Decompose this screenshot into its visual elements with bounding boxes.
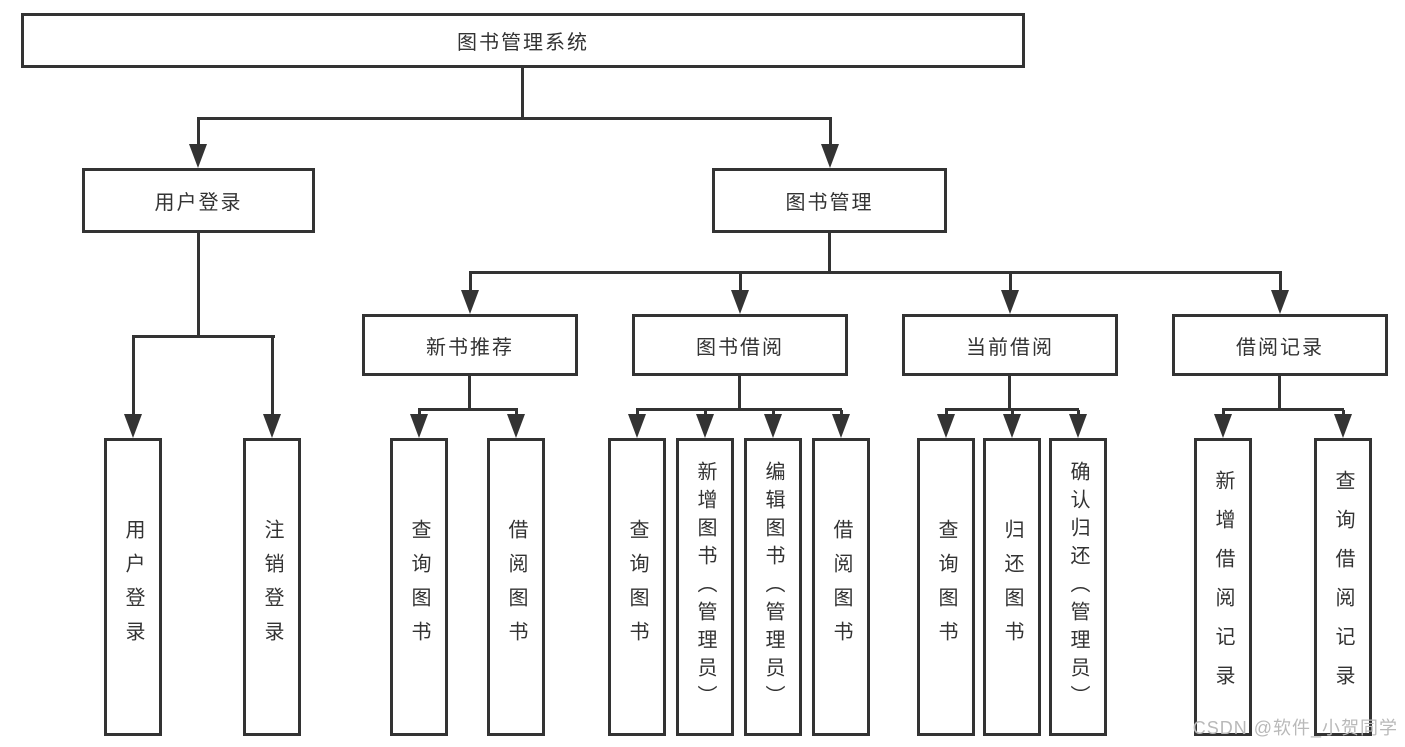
- leaf-add-borrow-record: 新增借阅记录: [1194, 438, 1252, 736]
- down-arrow-book-borrow: [731, 273, 749, 314]
- leaf-edit-book-admin-label: 编辑图书（管理员）: [762, 461, 784, 713]
- leaf-logout-label: 注销登录: [261, 519, 283, 655]
- leaf-user-login: 用户登录: [104, 438, 162, 736]
- connector-mgmt-stem: [828, 233, 831, 273]
- leaf-add-borrow-record-label: 新增借阅记录: [1212, 470, 1234, 704]
- node-borrow-records: 借阅记录: [1172, 314, 1388, 376]
- leaf-borrow-books: 借阅图书: [812, 438, 870, 736]
- leaf-confirm-return-admin: 确认归还（管理员）: [1049, 438, 1107, 736]
- down-arrow-d1: [1214, 410, 1232, 438]
- down-arrow-user-login: [189, 118, 207, 168]
- connector-login-split: [132, 335, 275, 338]
- down-arrow-b1: [628, 410, 646, 438]
- csdn-watermark: CSDN @软件_小贺同学: [1192, 718, 1398, 738]
- leaf-recommend-borrow-books-label: 借阅图书: [505, 519, 527, 655]
- down-arrow-c1: [937, 410, 955, 438]
- connector-groupB-stem: [738, 376, 741, 410]
- leaf-add-book-admin-label: 新增图书（管理员）: [694, 461, 716, 713]
- down-arrow-current-borrow: [1001, 273, 1019, 314]
- leaf-edit-book-admin: 编辑图书（管理员）: [744, 438, 802, 736]
- leaf-current-query-books: 查询图书: [917, 438, 975, 736]
- connector-root-stem: [521, 68, 524, 119]
- leaf-borrow-query-books-label: 查询图书: [626, 519, 648, 655]
- leaf-borrow-books-label: 借阅图书: [830, 519, 852, 655]
- leaf-query-borrow-record-label: 查询借阅记录: [1332, 470, 1354, 704]
- node-new-book-recommend: 新书推荐: [362, 314, 578, 376]
- down-arrow-borrow-records: [1271, 273, 1289, 314]
- down-arrow-leaf-logout: [263, 337, 281, 438]
- connector-groupD-stem: [1278, 376, 1281, 410]
- node-current-borrow: 当前借阅: [902, 314, 1118, 376]
- connector-groupA-split: [418, 408, 518, 411]
- down-arrow-new-book-recommend: [461, 273, 479, 314]
- down-arrow-b2: [696, 410, 714, 438]
- leaf-borrow-query-books: 查询图书: [608, 438, 666, 736]
- down-arrow-a2: [507, 410, 525, 438]
- connector-login-stem: [197, 233, 200, 337]
- node-book-management-label: 图书管理: [785, 192, 874, 214]
- connector-groupD-split: [1222, 408, 1344, 411]
- down-arrow-a1: [410, 410, 428, 438]
- node-library-system-label: 图书管理系统: [457, 32, 589, 54]
- connector-groupC-split: [945, 408, 1079, 411]
- node-user-login: 用户登录: [82, 168, 315, 233]
- leaf-confirm-return-admin-label: 确认归还（管理员）: [1067, 461, 1089, 713]
- down-arrow-book-management: [821, 118, 839, 168]
- connector-groupA-stem: [468, 376, 471, 410]
- down-arrow-d2: [1334, 410, 1352, 438]
- node-user-login-label: 用户登录: [154, 192, 243, 214]
- leaf-return-book: 归还图书: [983, 438, 1041, 736]
- down-arrow-b4: [832, 410, 850, 438]
- down-arrow-c3: [1069, 410, 1087, 438]
- node-current-borrow-label: 当前借阅: [966, 336, 1054, 359]
- connector-mgmt-split: [469, 271, 1282, 274]
- node-book-borrow: 图书借阅: [632, 314, 848, 376]
- connector-root-split: [197, 117, 832, 120]
- node-book-management: 图书管理: [712, 168, 947, 233]
- node-borrow-records-label: 借阅记录: [1236, 336, 1324, 359]
- connector-groupB-split: [636, 408, 842, 411]
- leaf-add-book-admin: 新增图书（管理员）: [676, 438, 734, 736]
- down-arrow-b3: [764, 410, 782, 438]
- down-arrow-c2: [1003, 410, 1021, 438]
- leaf-query-borrow-record: 查询借阅记录: [1314, 438, 1372, 736]
- down-arrow-leaf-user-login: [124, 337, 142, 438]
- node-book-borrow-label: 图书借阅: [696, 336, 784, 359]
- leaf-logout: 注销登录: [243, 438, 301, 736]
- leaf-return-book-label: 归还图书: [1001, 519, 1023, 655]
- leaf-recommend-query-books: 查询图书: [390, 438, 448, 736]
- node-library-system: 图书管理系统: [21, 13, 1025, 68]
- connector-groupC-stem: [1008, 376, 1011, 410]
- leaf-user-login-label: 用户登录: [122, 519, 144, 655]
- node-new-book-recommend-label: 新书推荐: [426, 336, 514, 359]
- leaf-recommend-borrow-books: 借阅图书: [487, 438, 545, 736]
- leaf-recommend-query-books-label: 查询图书: [408, 519, 430, 655]
- leaf-current-query-books-label: 查询图书: [935, 519, 957, 655]
